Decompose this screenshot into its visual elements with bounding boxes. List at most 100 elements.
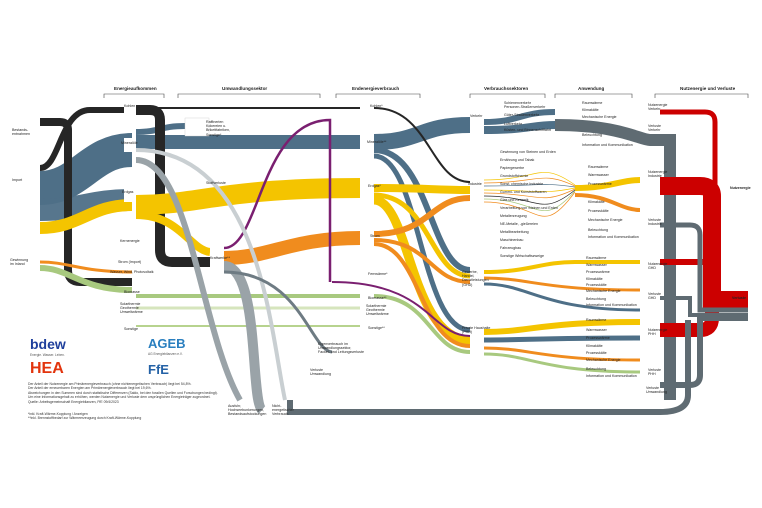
import-mineraloil-flow bbox=[38, 133, 134, 205]
footnote-line: **inkl. Brennstoffbedarf zur Wärmeerzeug… bbox=[28, 416, 142, 421]
list-item: Raumwärme bbox=[586, 318, 607, 322]
carrier-kernenergie-label: Kernenergie bbox=[120, 239, 140, 243]
apps-ghd-list: Raumwärme Warmwasser Prozesswärme Klimak… bbox=[586, 256, 637, 309]
bdew-logo: bdew bbox=[30, 336, 66, 352]
list-item: Mechanische Energie bbox=[588, 218, 623, 222]
final-power-to-phh-flow bbox=[373, 242, 471, 348]
stoffverluste-label: Stoffverluste bbox=[206, 181, 226, 185]
loss-industrie-flow bbox=[660, 222, 748, 313]
list-item: Gummi- und Kunststoffwaren bbox=[500, 190, 547, 194]
list-item: Beleuchtung bbox=[588, 228, 608, 232]
list-item: Prozesswärme bbox=[586, 270, 610, 274]
kraftwerk-power-flow bbox=[223, 231, 361, 265]
gas-to-kraftwerk-flow bbox=[135, 211, 211, 256]
final-gas-to-industrie-flow bbox=[373, 184, 471, 194]
vl-umwandlung-right-label: Verluste Umwandlung bbox=[646, 386, 667, 395]
sector-phh-label: Private Haushalte (PHH) bbox=[462, 326, 491, 335]
list-item: Warmwasser bbox=[586, 263, 607, 267]
final-gas-to-phh-flow bbox=[373, 195, 471, 345]
kraftwerk-node bbox=[210, 244, 224, 274]
list-item: Beleuchtung bbox=[586, 297, 606, 301]
footnote-block-2: *inkl. Kraft-Wärme-Kopplung / Anzeigen *… bbox=[28, 412, 218, 421]
sector-node-column bbox=[470, 114, 484, 358]
list-item: Prozesskälte bbox=[588, 209, 609, 213]
final-to-verkehr-flow bbox=[373, 117, 471, 150]
useful-verkehr-flow bbox=[660, 109, 748, 301]
industrie-power-app-flow bbox=[574, 193, 641, 212]
carrier-solar-label: Solarthermie Geothermie Umweltwärme bbox=[120, 302, 143, 315]
fernwaerme-flow bbox=[223, 118, 332, 282]
list-item: Papiergewerbe bbox=[500, 166, 525, 170]
header-brackets bbox=[103, 93, 749, 98]
header-primary: Energieaufkommen bbox=[114, 86, 157, 91]
carrier-wasser-label: Wasser, Wind, Photovoltaik bbox=[110, 270, 154, 274]
ghd-app2-flow bbox=[483, 276, 641, 292]
list-item: Güter-Straßenverkehr bbox=[504, 113, 539, 118]
final-power-to-ghd-flow bbox=[373, 238, 471, 284]
list-item: Glas und Keramik bbox=[500, 198, 529, 202]
list-item: Fahrzeugbau bbox=[500, 246, 522, 250]
ausfuhr-flow bbox=[135, 157, 243, 402]
footnote-line: Um eine Informationsgehalt zu erhöhen, w… bbox=[28, 395, 211, 400]
apps-verkehr-list: Raumwärme Klimakälte Mechanische Energie… bbox=[582, 101, 633, 150]
verkehr-app2-flow bbox=[483, 121, 556, 134]
carrier-mineraloele-label: Mineralöle bbox=[121, 141, 138, 145]
vl-ghd-label: Verluste GHD bbox=[648, 292, 661, 301]
industrie-branch-list: Gewinnung von Steinen und Erden Ernährun… bbox=[500, 150, 558, 262]
useful-ghd-flow bbox=[660, 259, 719, 300]
list-item: Klimakälte bbox=[586, 277, 603, 281]
list-item: Maschinenbau bbox=[500, 238, 524, 242]
source-stock-label: Bestands- entnahmen bbox=[12, 128, 30, 137]
loss-umwandlung-flow bbox=[287, 320, 691, 415]
eigenverbrauch-flow bbox=[223, 270, 333, 354]
final-bio-to-phh-flow bbox=[373, 294, 471, 354]
verkehr-loss-flow bbox=[554, 119, 676, 400]
carrier-erdgas-label: Erdgas bbox=[122, 190, 134, 194]
list-item: Warmwasser bbox=[588, 173, 609, 177]
list-item: Gewinnung von Steinen und Erden bbox=[500, 150, 556, 154]
footnote-line: Der Anteil der Nutzenergie am Primärener… bbox=[28, 382, 192, 386]
source-import-label: Import bbox=[12, 178, 23, 182]
final-biomasse-label: Biomasse** bbox=[368, 296, 387, 300]
list-item: Information und Kommunikation bbox=[588, 235, 639, 239]
ghd-app3-flow bbox=[483, 282, 641, 312]
list-item: Ernährung und Tabak bbox=[500, 158, 535, 162]
list-item: Prozesswärme bbox=[586, 336, 610, 340]
useful-node-column bbox=[652, 106, 660, 338]
ageb-logo: AGEB bbox=[148, 336, 186, 351]
coal-to-kraftwerk-flow bbox=[136, 105, 210, 267]
header-conversion: Umwandlungssektor bbox=[222, 86, 268, 91]
list-item: Mechanische Energie bbox=[586, 289, 621, 293]
hea-logo: HEA bbox=[30, 360, 64, 377]
domestic-renew-flow bbox=[39, 260, 133, 274]
carrier-biomasse-label: Biomasse bbox=[124, 290, 140, 294]
list-item: Warmwasser bbox=[586, 328, 607, 332]
primary-node-column bbox=[124, 104, 136, 244]
eigenverbrauch-label: Eigenverbrauch im Umwandlungssektor, Fac… bbox=[318, 342, 364, 355]
final-solar-label: Solarthermie Geothermie Umweltwärme bbox=[366, 304, 389, 317]
list-item: Raumwärme bbox=[582, 101, 603, 105]
header-useful: Nutzenergie und Verluste bbox=[680, 86, 736, 91]
kraftwerk-loss-flow bbox=[222, 261, 267, 414]
final-coal-to-industrie-flow bbox=[373, 107, 471, 183]
ghd-app-flow bbox=[483, 260, 640, 274]
ne-ghd-label: Nutzenergie GHD bbox=[648, 262, 668, 271]
domestic-flow bbox=[39, 265, 133, 293]
list-item: Raumwärme bbox=[586, 256, 607, 260]
list-item: Beleuchtung bbox=[582, 133, 602, 137]
final-fernwaerme-label: Fernwärme* bbox=[368, 272, 388, 276]
final-node-column bbox=[360, 104, 374, 246]
gas-to-final-flow bbox=[135, 178, 361, 215]
final-oil-to-phh-flow bbox=[373, 153, 471, 333]
sector-industrie-label: Industrie bbox=[468, 182, 482, 186]
final-erdgas-label: Erdgas* bbox=[368, 184, 381, 188]
ne-total-label: Nutzenergie bbox=[730, 186, 751, 190]
final-kohlen-label: Kohlen* bbox=[370, 104, 383, 108]
list-item: Luftverkehr bbox=[504, 121, 522, 126]
list-item: Klimakälte bbox=[588, 200, 605, 204]
sector-verkehr-label: Verkehr bbox=[470, 114, 483, 118]
carrier-sonstige-label: Sonstige bbox=[124, 327, 138, 331]
footnote-line: Quelle: Arbeitsgemeinschaft Energiebilan… bbox=[28, 399, 119, 404]
list-item: Prozesswärme bbox=[588, 182, 612, 186]
industrie-fan bbox=[483, 172, 576, 217]
